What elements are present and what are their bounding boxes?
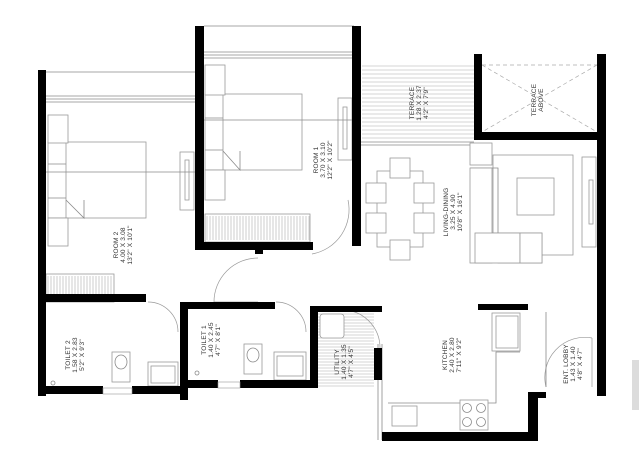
svg-text:4'2" X 7'9": 4'2" X 7'9": [423, 87, 430, 119]
label-living-dining: LIVING-DINING 3.25 X 4.90 10'8" X 16'1": [443, 188, 464, 237]
svg-text:ABOVE: ABOVE: [538, 88, 545, 112]
svg-text:3.70 X 3.10: 3.70 X 3.10: [320, 142, 327, 178]
svg-text:4'7" X 4'5": 4'7" X 4'5": [348, 346, 355, 378]
svg-text:7'11" X 9'2": 7'11" X 9'2": [456, 337, 463, 373]
svg-text:4.00 X 3.08: 4.00 X 3.08: [120, 227, 127, 263]
label-room1: ROOM 1 3.70 X 3.10 12'2" X 10'2": [313, 140, 334, 180]
svg-text:LIVING-DINING: LIVING-DINING: [443, 188, 450, 237]
svg-text:4'8" X 4'7": 4'8" X 4'7": [577, 348, 584, 380]
terrace-above-outline: [481, 64, 598, 133]
living-tv-unit: [581, 156, 597, 248]
svg-text:3.25 X 4.90: 3.25 X 4.90: [450, 194, 457, 230]
walls: [38, 26, 606, 441]
svg-text:12'2" X 10'2": 12'2" X 10'2": [327, 140, 334, 180]
hob: [459, 399, 489, 431]
room1-balcony: [204, 25, 354, 59]
room2-tv-unit: [179, 151, 195, 211]
label-kitchen: KITCHEN 2.40 X 2.80 7'11" X 9'2": [442, 337, 463, 373]
svg-text:ENT. LOBBY: ENT. LOBBY: [563, 344, 570, 384]
svg-text:1.58 X 2.83: 1.58 X 2.83: [72, 337, 79, 373]
svg-text:2.40 X 2.80: 2.40 X 2.80: [449, 337, 456, 373]
svg-text:1.40 X 2.45: 1.40 X 2.45: [208, 322, 215, 358]
toilet2-fixtures: [50, 351, 179, 387]
label-terrace: TERRACE 1.28 X 2.37 4'2" X 7'9": [409, 85, 430, 121]
room1-bed: [204, 64, 303, 201]
label-ent-lobby: ENT. LOBBY 1.43 X 1.40 4'8" X 4'7": [563, 344, 584, 384]
svg-text:TOILET 1: TOILET 1: [201, 325, 208, 355]
room2-bed: [47, 114, 147, 247]
svg-text:1.43 X 1.40: 1.43 X 1.40: [570, 346, 577, 382]
dining-table: [365, 157, 435, 261]
room2-balcony: [46, 71, 196, 103]
label-toilet2: TOILET 2 1.58 X 2.83 5'2" X 9'3": [65, 337, 86, 373]
label-utility: UTILITY 1.40 X 1.35 4'7" X 4'5": [334, 344, 355, 380]
washing-machine: [319, 313, 345, 339]
svg-text:13'2" X 10'1": 13'2" X 10'1": [127, 225, 134, 265]
room1-tv-unit: [337, 97, 353, 161]
sofa-set: [469, 142, 574, 264]
label-terrace-above: TERRACE ABOVE: [531, 83, 545, 116]
svg-text:1.28 X 2.37: 1.28 X 2.37: [416, 85, 423, 121]
svg-text:TERRACE: TERRACE: [409, 86, 416, 119]
svg-text:4'7" X 8'1": 4'7" X 8'1": [215, 324, 222, 356]
svg-text:1.40 X 1.35: 1.40 X 1.35: [341, 344, 348, 380]
svg-text:UTILITY: UTILITY: [334, 349, 341, 375]
svg-text:TERRACE: TERRACE: [531, 83, 538, 116]
label-toilet1: TOILET 1 1.40 X 2.45 4'7" X 8'1": [201, 322, 222, 358]
thresholds: [102, 381, 241, 395]
svg-text:5'2" X 9'3": 5'2" X 9'3": [79, 339, 86, 371]
kitchen-counter: [388, 312, 521, 431]
svg-text:10'8" X 16'1": 10'8" X 16'1": [457, 192, 464, 232]
toilet1-fixtures: [194, 343, 307, 381]
svg-text:ROOM 2: ROOM 2: [113, 231, 120, 258]
room1-wardrobe: [204, 213, 311, 243]
terrace-deck: [360, 64, 474, 146]
svg-text:TOILET 2: TOILET 2: [65, 340, 72, 370]
svg-text:ROOM 1: ROOM 1: [313, 146, 320, 173]
edge-shadow: [632, 360, 639, 410]
label-room2: ROOM 2 4.00 X 3.08 13'2" X 10'1": [113, 225, 134, 265]
svg-text:KITCHEN: KITCHEN: [442, 340, 449, 370]
